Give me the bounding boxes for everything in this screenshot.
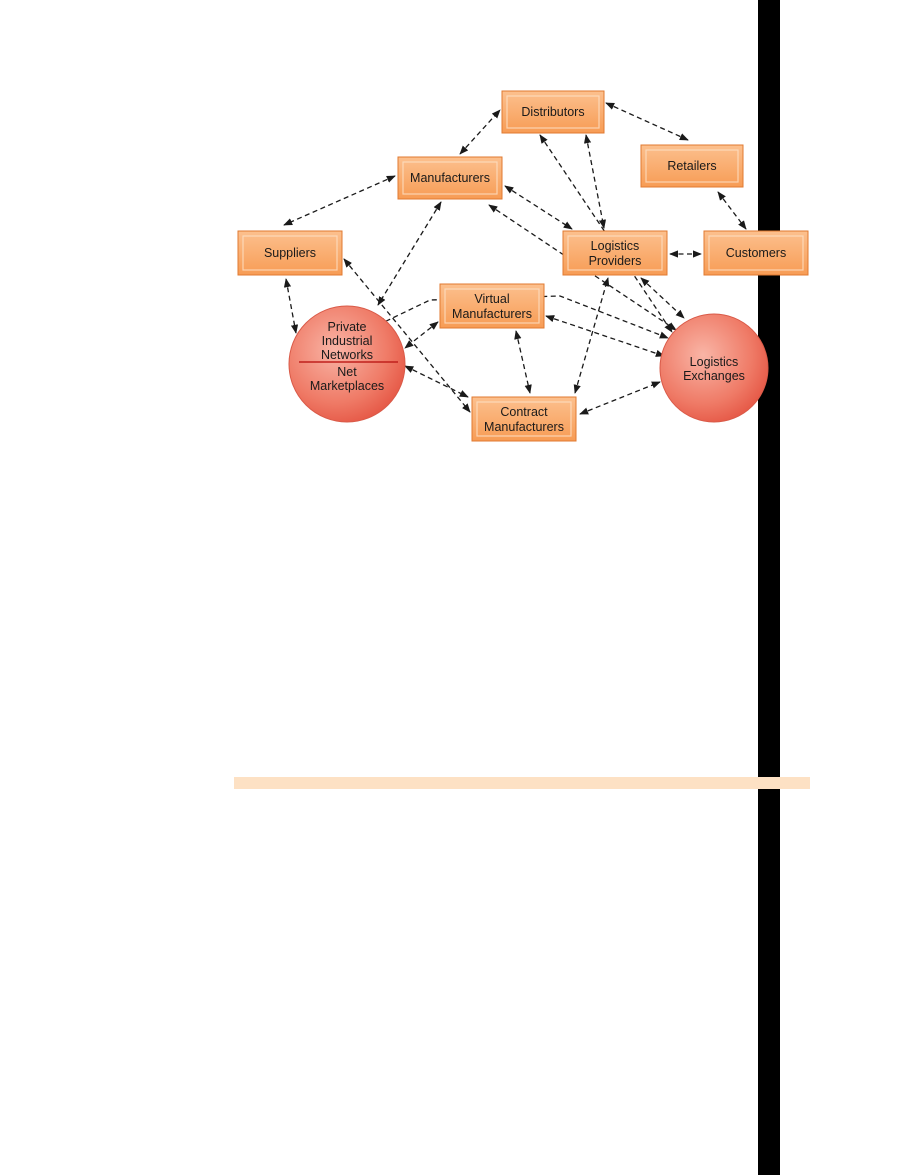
logistics-exchanges-line1: Logistics	[690, 355, 739, 369]
private-networks-line3: Networks	[321, 348, 373, 362]
customers-node: Customers	[703, 230, 809, 276]
manufacturers-label: Manufacturers	[410, 171, 490, 185]
link-virtual-manufacturers-to-private-networks	[404, 321, 439, 349]
link-manufacturers-to-logistics-providers	[504, 185, 573, 230]
distributors-node: Distributors	[501, 90, 605, 134]
private-networks-line2: Industrial	[322, 334, 373, 348]
link-virtual-manufacturers-to-contract-manufacturers	[514, 330, 532, 394]
link-virtual-manufacturers-to-logistics-exchanges	[545, 315, 665, 357]
private-networks-line4: Net	[337, 365, 357, 379]
distributors-label: Distributors	[521, 105, 584, 119]
bottom-rule	[234, 777, 810, 789]
private-networks-line5: Marketplaces	[310, 379, 384, 393]
link-suppliers-to-private-networks	[283, 278, 299, 334]
link-manufacturers-to-suppliers	[283, 175, 396, 226]
logistics-providers-node: Logistics Providers	[562, 230, 668, 276]
link-private-networks-to-contract-manufacturers	[404, 365, 469, 398]
page-edge-bar	[758, 0, 780, 1175]
logistics-providers-line2: Providers	[589, 254, 642, 268]
link-manufacturers-to-private-networks	[377, 201, 442, 306]
retailers-node: Retailers	[640, 144, 744, 188]
logistics-exchanges-node: Logistics Exchanges	[659, 313, 769, 423]
logistics-providers-line1: Logistics	[591, 239, 640, 253]
virtual-manufacturers-line2: Manufacturers	[452, 307, 532, 321]
logistics-exchanges-line2: Exchanges	[683, 369, 745, 383]
link-distributors-to-logistics-providers	[583, 134, 607, 229]
link-logistics-providers-to-logistics-exchanges	[640, 277, 685, 319]
contract-manufacturers-line2: Manufacturers	[484, 420, 564, 434]
private-networks-node: Private Industrial Networks Net Marketpl…	[288, 305, 406, 423]
suppliers-label: Suppliers	[264, 246, 316, 260]
contract-manufacturers-line1: Contract	[500, 405, 548, 419]
virtual-manufacturers-node: Virtual Manufacturers	[439, 283, 545, 329]
link-retailers-to-customers	[717, 191, 747, 230]
retailers-label: Retailers	[667, 159, 716, 173]
link-contract-manufacturers-to-logistics-exchanges	[579, 381, 661, 415]
manufacturers-node: Manufacturers	[397, 156, 503, 200]
link-manufacturers-to-distributors	[459, 109, 501, 155]
virtual-manufacturers-line1: Virtual	[474, 292, 509, 306]
private-networks-line1: Private	[328, 320, 367, 334]
suppliers-node: Suppliers	[237, 230, 343, 276]
customers-label: Customers	[726, 246, 786, 260]
contract-manufacturers-node: Contract Manufacturers	[471, 396, 577, 442]
supply-chain-network-diagram: Private Industrial Networks Net Marketpl…	[237, 90, 809, 442]
link-distributors-to-retailers	[605, 102, 689, 141]
